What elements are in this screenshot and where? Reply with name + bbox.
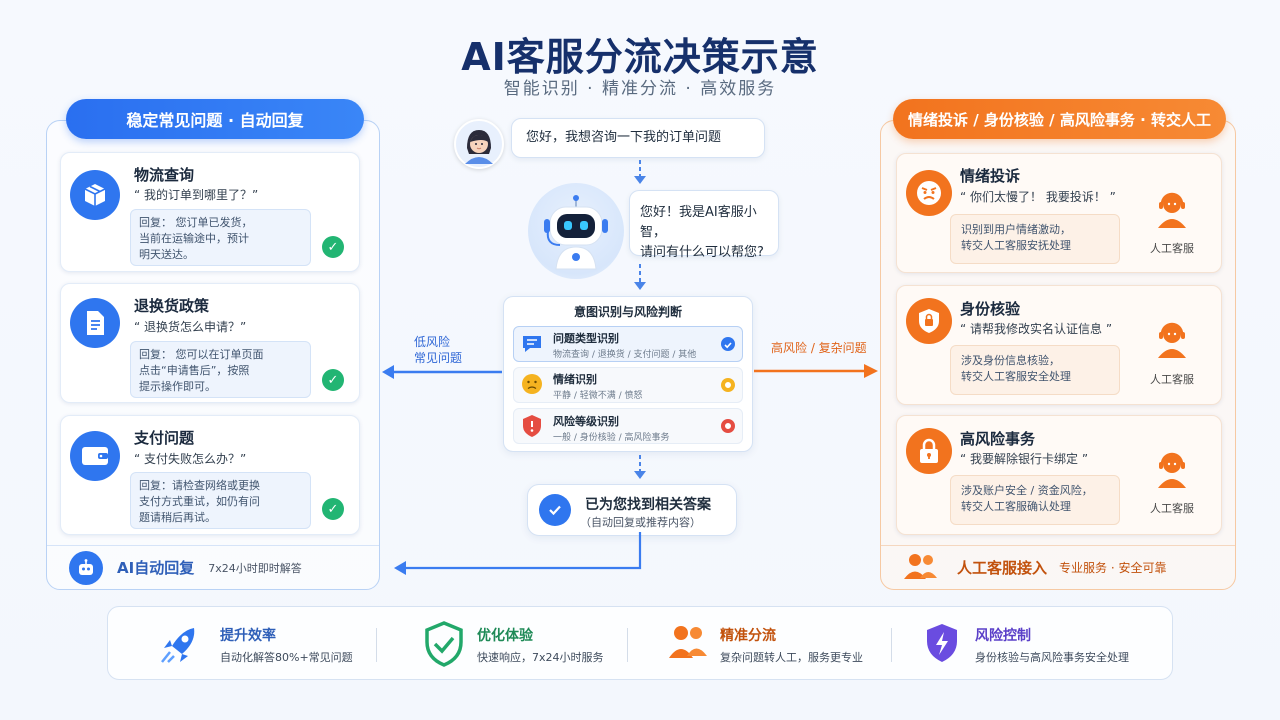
intent-box-title: 意图识别与风险判断 [573, 305, 682, 319]
wallet-icon [70, 431, 120, 481]
high-risk-arrow [754, 364, 878, 378]
card-quote: “ 你们太慢了！ 我要投诉！ ” [960, 190, 1116, 204]
card-quote: “ 请帮我修改实名认证信息 ” [960, 322, 1113, 336]
intent-row-title: 情绪识别 [553, 373, 597, 386]
intent-row-emotion [513, 367, 743, 403]
auto-reply-footer: AI自动回复 7x24小时即时解答 [47, 545, 379, 589]
angry-face-icon [906, 170, 952, 216]
benefit-title: 提升效率 [220, 628, 276, 644]
answer-title: 已为您找到相关答案 [585, 497, 711, 513]
robot-icon [69, 550, 103, 585]
return-arrow [394, 532, 642, 575]
human-handoff-pill: 情绪投诉 / 身份核验 / 高风险事务 · 转交人工 [893, 99, 1226, 139]
benefit-title: 精准分流 [720, 628, 776, 644]
status-dot [721, 337, 735, 351]
divider [627, 628, 628, 662]
shield-check-icon [423, 620, 465, 672]
card-title: 身份核验 [960, 300, 1021, 318]
check-icon: ✓ [322, 369, 344, 391]
intent-row-title: 风险等级识别 [553, 415, 619, 428]
benefit-title: 风险控制 [975, 628, 1031, 644]
auto-reply-box: 回复：请检查网络或更换支付方式重试，如仍有问题请稍后再试。 [130, 472, 311, 529]
footer-desc: 7x24小时即时解答 [208, 561, 302, 575]
answer-sub: （自动回复或推荐内容） [580, 516, 701, 529]
divider [376, 628, 377, 662]
page-subtitle: 智能识别 · 精准分流 · 高效服务 [503, 79, 777, 99]
divider [891, 628, 892, 662]
headset-agent-icon [1150, 448, 1194, 496]
benefit-title: 优化体验 [477, 628, 533, 644]
check-circle-icon [539, 494, 571, 526]
people-icon [668, 622, 708, 666]
shield-bolt-icon [924, 622, 960, 668]
warning-shield-icon [521, 414, 543, 442]
card-title: 物流查询 [134, 166, 195, 184]
headset-agent-icon [1150, 318, 1194, 366]
benefit-desc: 身份核验与高风险事务安全处理 [975, 651, 1129, 664]
benefit-desc: 快速响应，7x24小时服务 [477, 651, 604, 664]
benefit-desc: 自动化解答80%+常见问题 [220, 651, 353, 664]
page-title: AI客服分流决策示意 [461, 35, 819, 79]
user-message-bubble: 您好，我想咨询一下我的订单问题 [511, 118, 765, 158]
bot-message-bubble: 您好！我是AI客服小智，请问有什么可以帮您? [629, 190, 779, 260]
status-dot [721, 419, 735, 433]
people-icon [903, 552, 939, 584]
headset-agent-icon [1150, 188, 1194, 236]
card-title: 高风险事务 [960, 430, 1036, 448]
card-quote: “ 我的订单到哪里了？” [134, 188, 259, 202]
upset-face-icon [521, 373, 543, 399]
footer-label: 人工客服接入 [957, 559, 1048, 577]
chat-icon [521, 333, 543, 359]
footer-label: AI自动回复 [117, 559, 195, 577]
user-avatar [454, 119, 504, 169]
handoff-reason-box: 识别到用户情绪激动，转交人工客服安抚处理 [950, 214, 1120, 264]
status-dot [721, 378, 735, 392]
shield-lock-icon [906, 298, 952, 344]
ai-robot-avatar [528, 183, 624, 279]
auto-reply-box: 回复： 您订单已发货，当前在运输途中，预计明天送达。 [130, 209, 311, 266]
card-quote: “ 我要解除银行卡绑定 ” [960, 452, 1089, 466]
benefits-bar [107, 606, 1173, 680]
high-risk-label: 高风险 / 复杂问题 [771, 341, 867, 355]
intent-row-question-type [513, 326, 743, 362]
flow-arrow-down [634, 160, 646, 184]
handoff-reason-box: 涉及身份信息核验，转交人工客服安全处理 [950, 345, 1120, 395]
flow-arrow-down [634, 264, 646, 290]
padlock-icon [906, 428, 952, 474]
intent-row-title: 问题类型识别 [553, 332, 619, 345]
auto-reply-pill: 稳定常见问题 · 自动回复 [66, 99, 364, 139]
check-icon: ✓ [322, 498, 344, 520]
rocket-icon [156, 620, 204, 672]
flow-arrow-down [634, 455, 646, 479]
card-title: 支付问题 [134, 429, 195, 447]
check-icon: ✓ [322, 236, 344, 258]
benefit-desc: 复杂问题转人工，服务更专业 [720, 651, 863, 664]
agent-label: 人工客服 [1150, 242, 1194, 255]
card-quote: “ 退换货怎么申请？” [134, 320, 247, 334]
human-service-footer: 人工客服接入 专业服务 · 安全可靠 [881, 545, 1235, 589]
agent-label: 人工客服 [1150, 373, 1194, 386]
card-quote: “ 支付失败怎么办？” [134, 452, 247, 466]
agent-label: 人工客服 [1150, 502, 1194, 515]
card-title: 情绪投诉 [960, 167, 1021, 185]
low-risk-arrow [382, 365, 502, 379]
footer-desc: 专业服务 · 安全可靠 [1059, 561, 1167, 575]
auto-reply-box: 回复： 您可以在订单页面点击“申请售后”，按照提示操作即可。 [130, 341, 311, 398]
intent-row-risk-level [513, 408, 743, 444]
intent-row-sub: 物流查询 / 退换货 / 支付问题 / 其他 [553, 350, 697, 360]
intent-row-sub: 平静 / 轻微不满 / 愤怒 [553, 391, 643, 401]
package-icon [70, 170, 120, 220]
handoff-reason-box: 涉及账户安全 / 资金风险，转交人工客服确认处理 [950, 475, 1120, 525]
low-risk-label: 低风险常见问题 [414, 335, 463, 365]
intent-row-sub: 一般 / 身份核验 / 高风险事务 [553, 433, 670, 443]
document-icon [70, 298, 120, 348]
card-title: 退换货政策 [134, 297, 210, 315]
